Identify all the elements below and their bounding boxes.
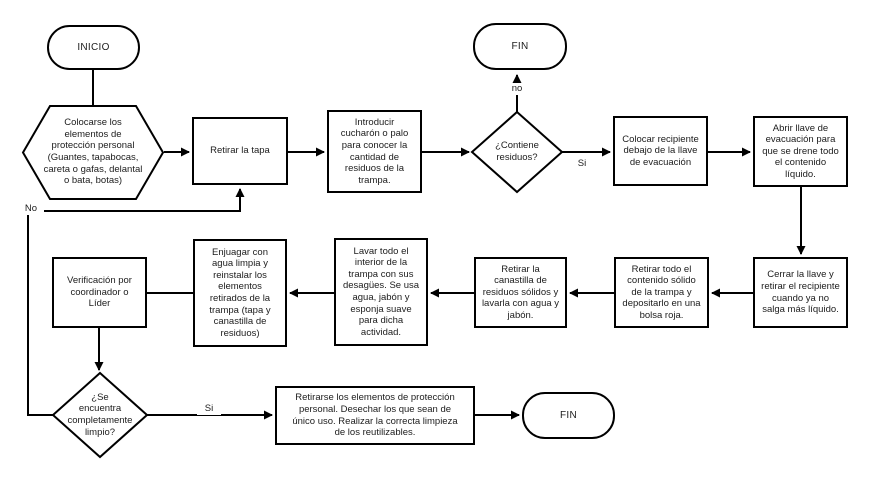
end-terminator-bottom: FIN xyxy=(522,392,615,439)
start-label: INICIO xyxy=(77,41,110,53)
decision-limpio-shape xyxy=(51,371,149,459)
edge-label-si-bottom: Si xyxy=(197,403,221,415)
start-terminator: INICIO xyxy=(47,25,140,70)
process-abrir-llave: Abrir llave de evacuación para que se dr… xyxy=(753,116,848,187)
process-retirar-tapa: Retirar la tapa xyxy=(192,117,288,185)
decision-contiene-residuos-text: ¿Contiene residuos? xyxy=(495,140,539,163)
process-retirar-solidos: Retirar todo el contenido sólido de la t… xyxy=(614,257,709,328)
edge-label-no-top: no xyxy=(505,83,529,95)
end-bottom-label: FIN xyxy=(559,409,577,421)
end-top-label: FIN xyxy=(511,40,529,52)
process-colocar-recipiente: Colocar recipiente debajo de la llave de… xyxy=(613,116,708,186)
end-terminator-top: FIN xyxy=(473,23,567,70)
decision-contiene-residuos-shape xyxy=(470,110,564,194)
process-lavar-interior: Lavar todo el interior de la trampa con … xyxy=(334,238,428,346)
process-verificacion: Verificación por coordinador o Líder xyxy=(52,257,147,328)
process-retirar-canastilla: Retirar la canastilla de residuos sólido… xyxy=(474,257,567,328)
preparation-hexagon-text: Colocarse los elementos de protección pe… xyxy=(43,117,143,187)
process-enjuagar: Enjuagar con agua limpia y reinstalar lo… xyxy=(193,239,287,347)
edge-label-si-top: Si xyxy=(571,158,593,170)
process-retirarse-epp: Retirarse los elementos de protección pe… xyxy=(275,386,475,445)
process-introducir-cucharon: Introducir cucharón o palo para conocer … xyxy=(327,110,422,193)
decision-limpio-text: ¿Se encuentra completamente limpio? xyxy=(67,391,133,438)
preparation-hexagon-shape xyxy=(21,105,165,200)
process-cerrar-llave: Cerrar la llave y retirar el recipiente … xyxy=(753,257,848,328)
edge-label-no-left: No xyxy=(18,203,44,215)
